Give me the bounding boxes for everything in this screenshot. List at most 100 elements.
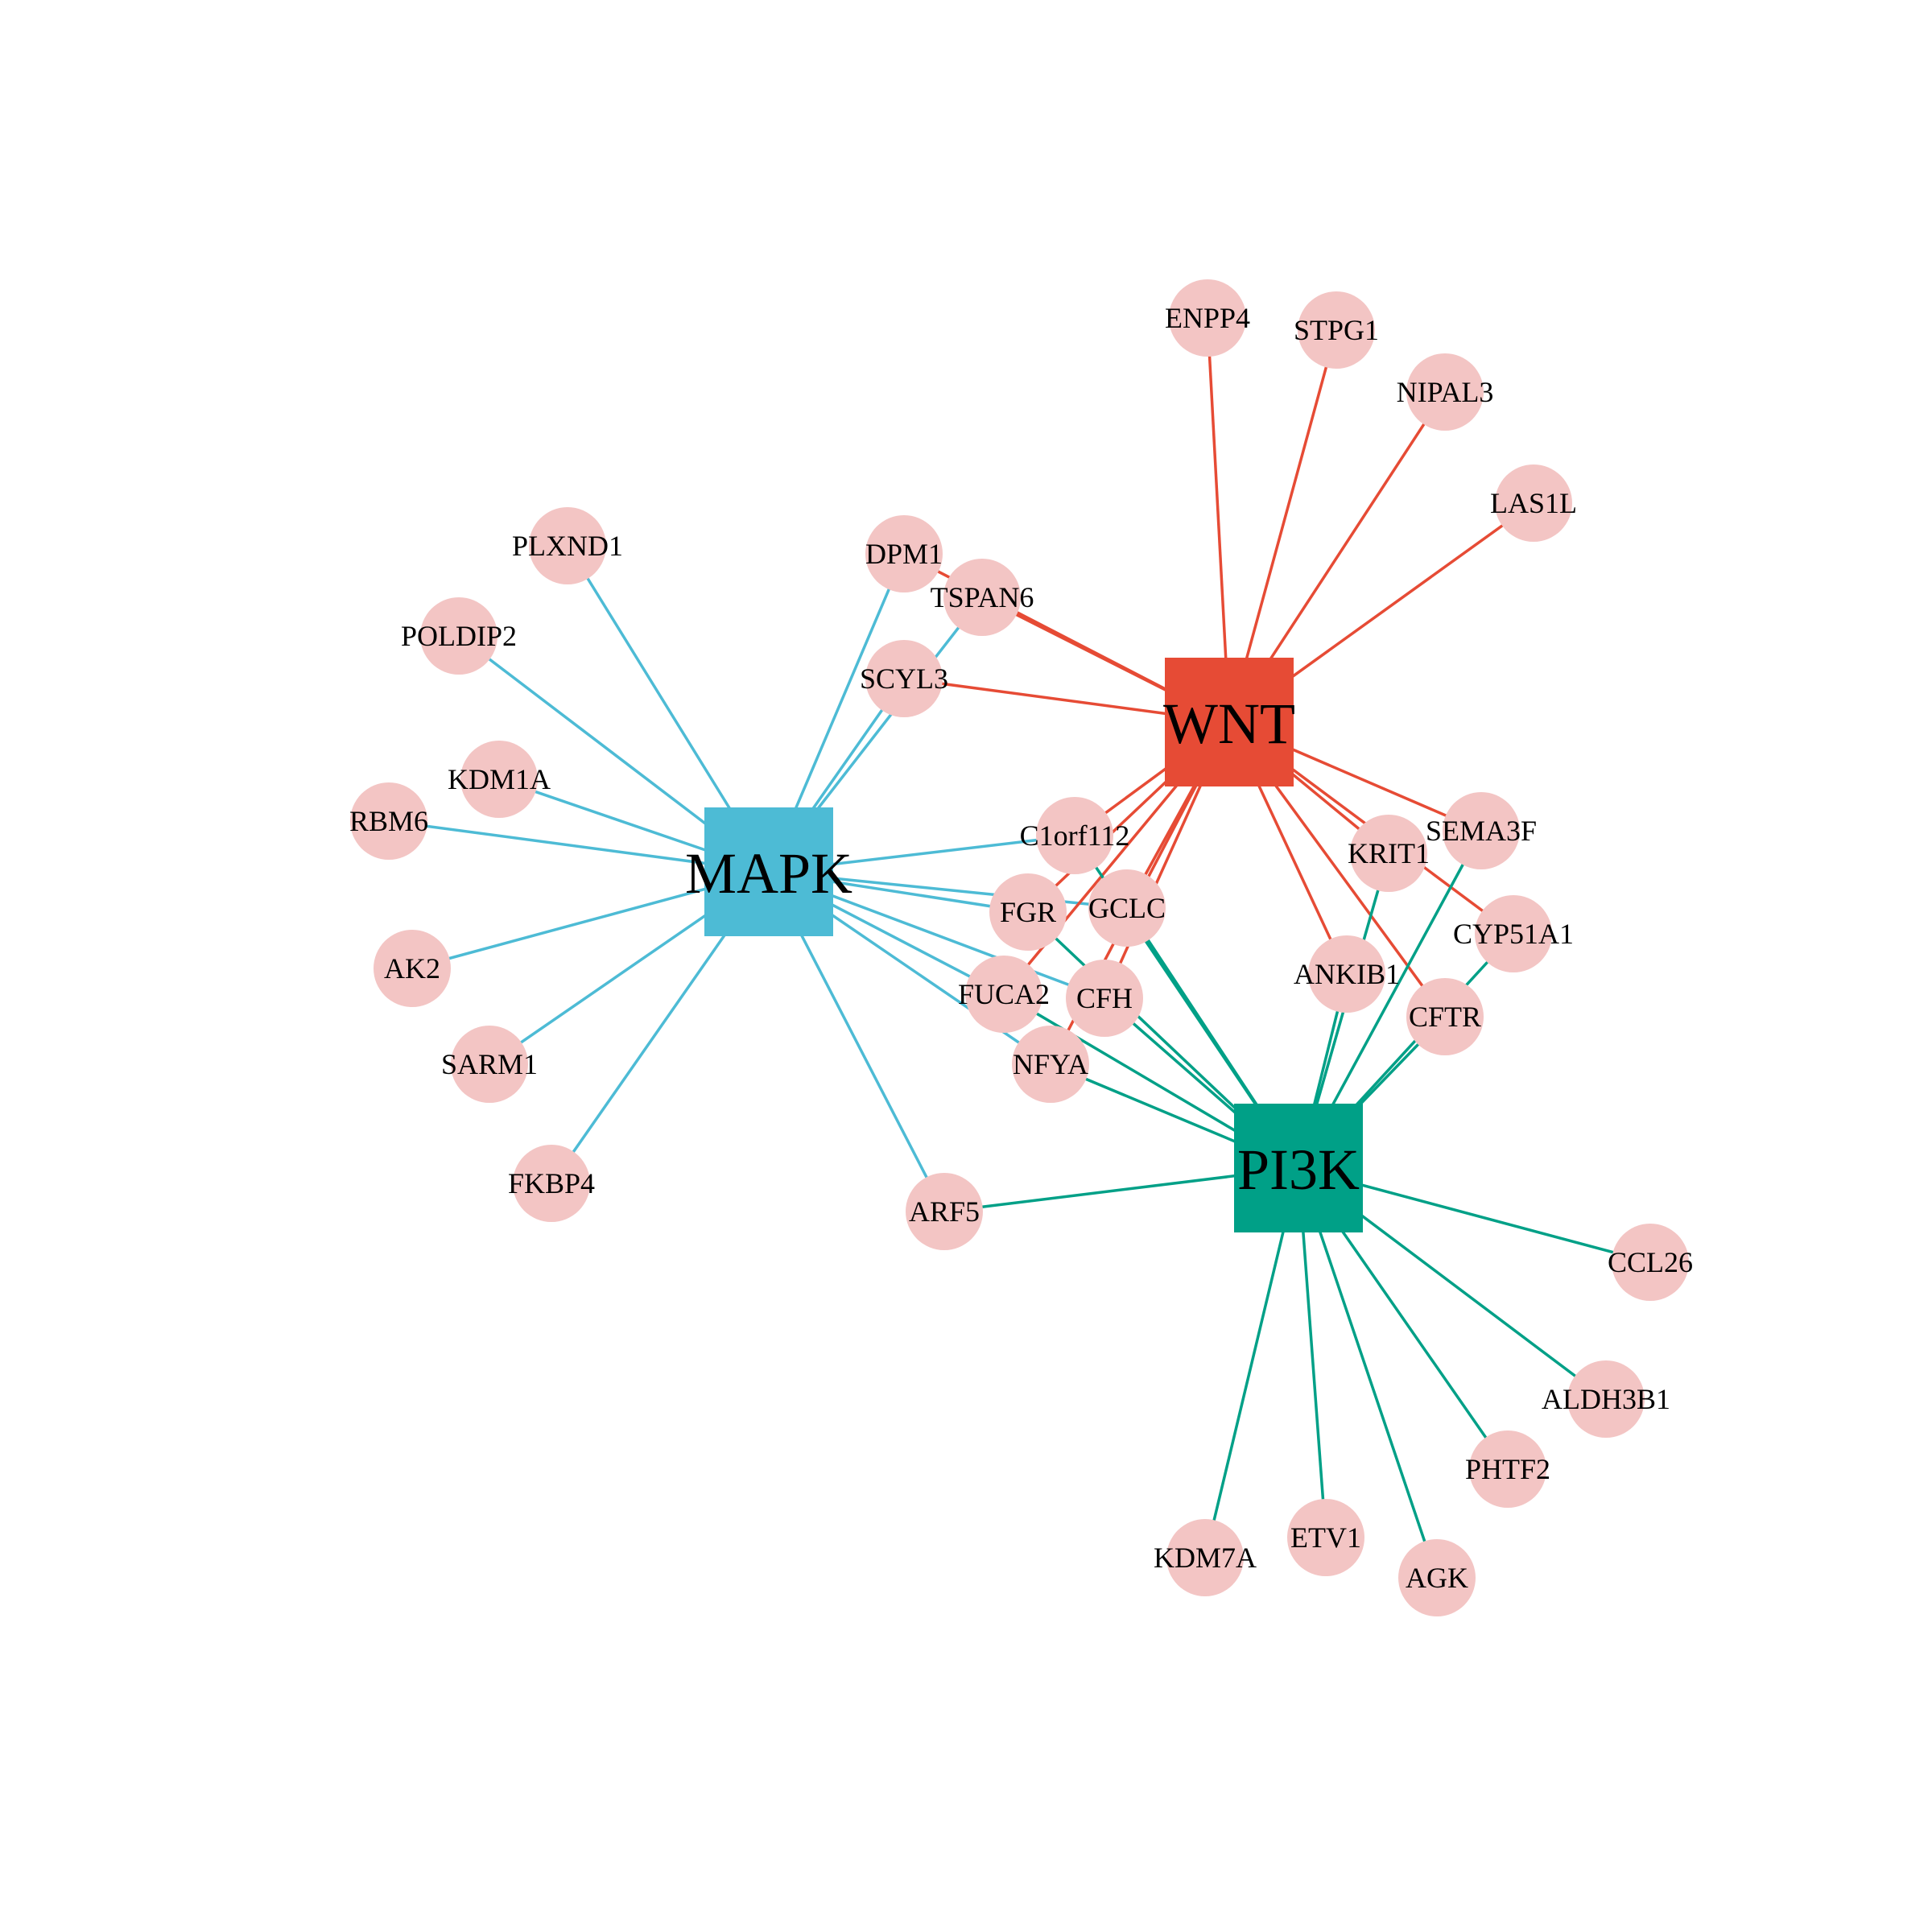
gene-label: DPM1 [865,538,943,570]
gene-label: RBM6 [349,805,428,837]
hub-label: MAPK [685,841,852,906]
hub-label: PI3K [1237,1137,1360,1202]
gene-node-poldip2[interactable]: POLDIP2 [401,597,517,675]
gene-node-sema3f[interactable]: SEMA3F [1426,792,1537,869]
gene-node-circle [1406,353,1484,431]
gene-node-las1l[interactable]: LAS1L [1490,464,1577,542]
hub-node-mapk[interactable]: MAPK [685,807,852,936]
gene-label: FUCA2 [958,978,1050,1010]
gene-node-rbm6[interactable]: RBM6 [349,782,428,860]
gene-node-tspan6[interactable]: TSPAN6 [931,559,1034,636]
gene-node-arf5[interactable]: ARF5 [906,1173,983,1250]
gene-label: GCLC [1088,892,1166,924]
gene-node-circle [460,741,538,818]
gene-label: CFTR [1409,1001,1481,1033]
gene-node-circle [906,1173,983,1250]
gene-label: FGR [1000,896,1056,928]
gene-node-sarm1[interactable]: SARM1 [441,1026,538,1103]
gene-node-stpg1[interactable]: STPG1 [1294,291,1379,369]
gene-label: ALDH3B1 [1542,1383,1670,1415]
gene-node-circle [1012,1026,1089,1103]
gene-label: KDM7A [1154,1542,1257,1574]
gene-node-circle [865,515,943,592]
gene-label: KRIT1 [1348,837,1430,869]
gene-label: ANKIB1 [1294,958,1400,990]
gene-node-aldh3b1[interactable]: ALDH3B1 [1542,1360,1670,1438]
gene-label: SCYL3 [860,663,948,695]
gene-node-circle [1398,1539,1476,1616]
gene-node-kdm1a[interactable]: KDM1A [448,741,551,818]
gene-label: TSPAN6 [931,581,1034,613]
gene-node-circle [1169,279,1246,357]
hub-node-square [1165,658,1294,786]
gene-label: POLDIP2 [401,620,517,652]
gene-node-circle [1612,1224,1689,1301]
gene-label: C1orf112 [1020,819,1130,852]
gene-node-circle [989,873,1067,951]
gene-node-kdm7a[interactable]: KDM7A [1154,1519,1257,1596]
gene-node-circle [513,1145,590,1222]
gene-node-circle [1495,464,1572,542]
gene-node-circle [1350,815,1427,892]
gene-node-circle [374,930,451,1007]
gene-node-circle [1475,895,1552,972]
gene-node-fuca2[interactable]: FUCA2 [958,956,1050,1033]
gene-node-circle [1443,792,1520,869]
gene-node-gclc[interactable]: GCLC [1088,869,1166,947]
gene-node-ak2[interactable]: AK2 [374,930,451,1007]
gene-node-agk[interactable]: AGK [1398,1539,1476,1616]
gene-node-circle [1036,797,1113,874]
gene-node-ankib1[interactable]: ANKIB1 [1294,935,1400,1013]
gene-label: NIPAL3 [1397,376,1494,408]
gene-node-cyp51a1[interactable]: CYP51A1 [1453,895,1574,972]
gene-node-circle [865,640,943,717]
edge-pi3k-kdm7a [1203,1167,1300,1558]
gene-node-fkbp4[interactable]: FKBP4 [508,1145,595,1222]
edge-pi3k-agk [1297,1167,1439,1579]
gene-node-dpm1[interactable]: DPM1 [865,515,943,592]
gene-node-circle [1298,291,1375,369]
gene-label: NFYA [1013,1048,1088,1080]
gene-node-cftr[interactable]: CFTR [1406,978,1484,1055]
gene-node-circle [529,507,606,584]
gene-node-cfh[interactable]: CFH [1066,960,1143,1037]
gene-label: CFH [1076,982,1133,1014]
gene-node-circle [1066,960,1143,1037]
gene-node-circle [1308,935,1385,1013]
gene-label: PHTF2 [1465,1453,1550,1485]
gene-label: KDM1A [448,763,551,795]
gene-label: LAS1L [1490,487,1577,519]
gene-label: ARF5 [909,1195,980,1228]
gene-node-enpp4[interactable]: ENPP4 [1165,279,1250,357]
gene-node-ccl26[interactable]: CCL26 [1608,1224,1693,1301]
hub-node-square [1234,1104,1363,1232]
gene-node-circle [1406,978,1484,1055]
gene-label: PLXND1 [512,530,623,562]
gene-node-etv1[interactable]: ETV1 [1287,1499,1364,1576]
gene-label: CYP51A1 [1453,918,1574,950]
hub-node-wnt[interactable]: WNT [1163,658,1295,786]
gene-node-nfya[interactable]: NFYA [1012,1026,1089,1103]
gene-label: FKBP4 [508,1167,595,1199]
gene-node-fgr[interactable]: FGR [989,873,1067,951]
hub-label: WNT [1163,691,1295,756]
hub-node-pi3k[interactable]: PI3K [1234,1104,1363,1232]
gene-node-circle [943,559,1021,636]
gene-node-plxnd1[interactable]: PLXND1 [512,507,623,584]
gene-node-c1orf112[interactable]: C1orf112 [1020,797,1130,874]
gene-node-circle [1469,1430,1546,1508]
gene-node-circle [420,597,497,675]
edge-wnt-enpp4 [1206,317,1231,723]
gene-node-circle [1287,1499,1364,1576]
gene-node-phtf2[interactable]: PHTF2 [1465,1430,1550,1508]
gene-node-nipal3[interactable]: NIPAL3 [1397,353,1494,431]
hub-node-square [704,807,833,936]
gene-node-circle [1166,1519,1244,1596]
gene-node-scyl3[interactable]: SCYL3 [860,640,948,717]
gene-label: AK2 [384,952,440,985]
gene-node-krit1[interactable]: KRIT1 [1348,815,1430,892]
gene-label: SARM1 [441,1048,538,1080]
gene-label: STPG1 [1294,314,1379,346]
gene-node-circle [451,1026,528,1103]
